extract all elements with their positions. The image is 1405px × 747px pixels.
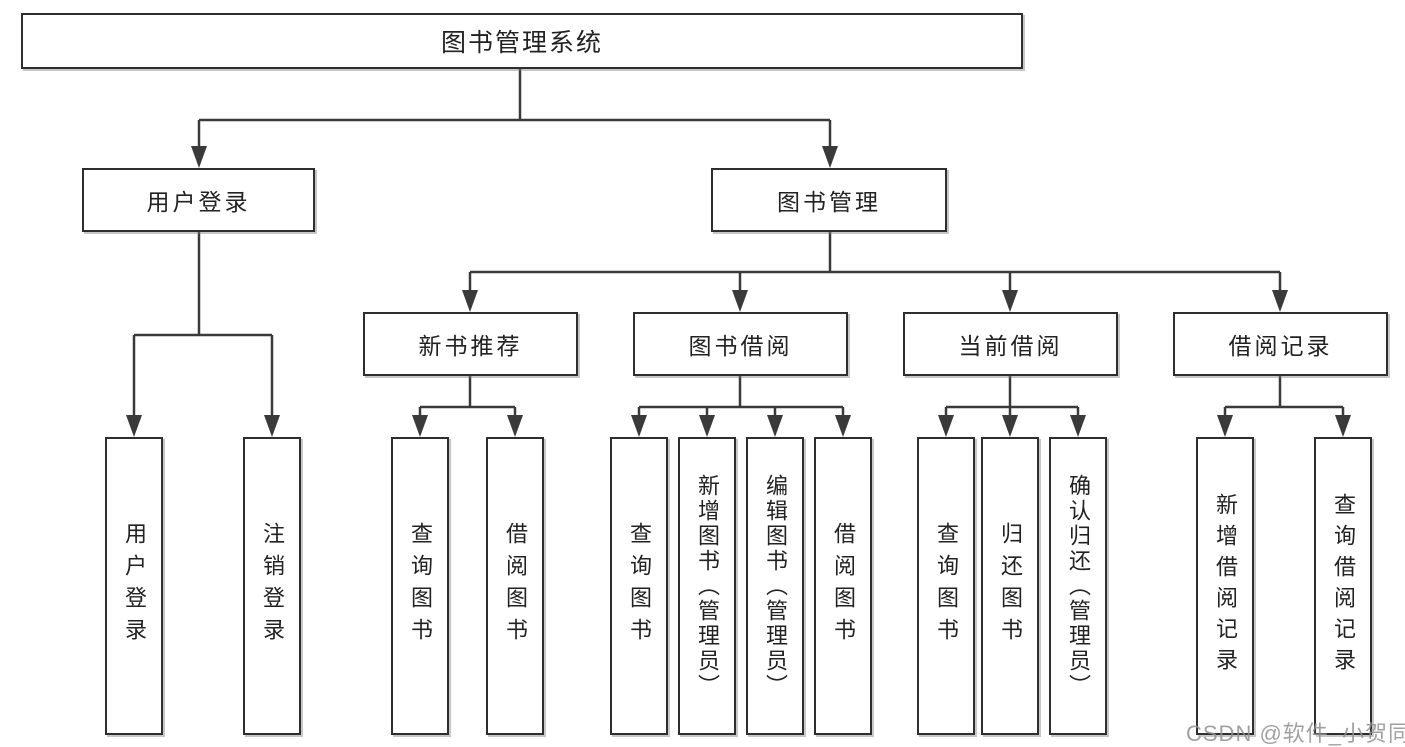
leaf-borrow-books: 借阅图书: [814, 437, 872, 735]
connector-borrowing-records-to-leaves: [1217, 376, 1351, 437]
leaf-user-login: 用户登录: [105, 437, 163, 735]
leaf-borrow-books-recommend: 借阅图书: [486, 437, 544, 735]
watermark: CSDN @软件_小贺同学: [1186, 721, 1405, 746]
connector-root-to-level1: [191, 69, 838, 168]
leaf-return-books: 归还图书: [981, 437, 1039, 735]
connector-book-management-to-level2: [462, 232, 1288, 312]
leaf-add-borrow-record: 新增借阅记录: [1196, 437, 1254, 735]
leaf-add-books-admin: 新增图书（管理员）: [678, 437, 736, 735]
leaf-confirm-return-admin: 确认归还（管理员）: [1049, 437, 1107, 735]
leaf-query-borrow-record: 查询借阅记录: [1314, 437, 1372, 735]
connector-book-borrowing-to-leaves: [631, 376, 851, 437]
node-current-borrowing: 当前借阅: [903, 312, 1118, 376]
connector-current-borrowing-to-leaves: [938, 376, 1086, 437]
node-book-borrowing: 图书借阅: [633, 312, 848, 376]
node-user-login: 用户登录: [82, 168, 315, 232]
node-borrowing-records: 借阅记录: [1173, 312, 1388, 376]
connector-user-login-to-leaves: [126, 232, 280, 437]
node-book-management: 图书管理: [711, 168, 947, 232]
leaf-edit-books-admin: 编辑图书（管理员）: [746, 437, 804, 735]
connector-new-book-to-leaves: [412, 376, 523, 437]
leaf-query-books-recommend: 查询图书: [391, 437, 449, 735]
leaf-query-books-borrow: 查询图书: [610, 437, 668, 735]
node-new-book-recommendation: 新书推荐: [363, 312, 578, 376]
leaf-logout: 注销登录: [243, 437, 301, 735]
node-library-management-system: 图书管理系统: [21, 13, 1023, 69]
leaf-query-books-current: 查询图书: [917, 437, 975, 735]
